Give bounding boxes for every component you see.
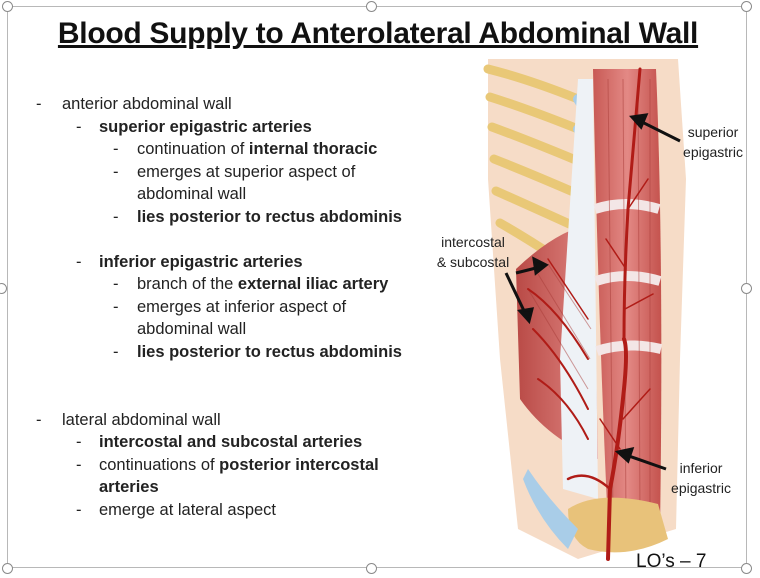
bullet-lat-emerge: -emerge at lateral aspect xyxy=(76,500,277,519)
tendinous-intersections xyxy=(593,199,663,356)
abdominal-wall-svg xyxy=(483,59,686,561)
bullet-sup-emerges: -emerges at superior aspect of xyxy=(113,162,356,181)
resize-handle-bottom-right[interactable] xyxy=(741,563,752,574)
bullet-inferior-epigastric: -inferior epigastric arteries xyxy=(76,252,303,271)
bullet-sup-emerges-cont: abdominal wall xyxy=(137,185,247,204)
bullet-inf-branch: -branch of the external iliac artery xyxy=(113,275,389,294)
resize-handle-bottom-center[interactable] xyxy=(366,563,377,574)
bullet-sup-continuation: -continuation of internal thoracic xyxy=(113,140,378,159)
resize-handle-top-right[interactable] xyxy=(741,1,752,12)
bullet-list: -anterior abdominal wall -superior epiga… xyxy=(36,93,456,522)
bullet-lat-continuations: -continuations of posterior intercostal xyxy=(76,455,379,474)
bullet-intercostal-subcostal: -intercostal and subcostal arteries xyxy=(76,433,363,452)
resize-handle-middle-right[interactable] xyxy=(741,283,752,294)
resize-handle-top-left[interactable] xyxy=(2,1,13,12)
bullet-sup-posterior: -lies posterior to rectus abdominis xyxy=(113,207,402,226)
bullet-anterior-wall: -anterior abdominal wall xyxy=(36,93,456,116)
bullet-superior-epigastric: -superior epigastric arteries xyxy=(76,117,312,136)
resize-handle-middle-left[interactable] xyxy=(0,283,7,294)
slide-frame: Blood Supply to Anterolateral Abdominal … xyxy=(7,6,747,572)
label-superior-epigastric: superior epigastric xyxy=(683,124,743,160)
arteries xyxy=(527,67,654,561)
label-inferior-epigastric: inferior epigastric xyxy=(671,460,731,496)
dash: - xyxy=(36,95,42,113)
ribs xyxy=(483,64,583,264)
bullet-lateral-wall: -lateral abdominal wall xyxy=(36,410,221,429)
bullet-lat-continuations-cont: arteries xyxy=(99,478,159,497)
aponeurosis xyxy=(560,79,598,499)
bullet-inf-emerges-cont: abdominal wall xyxy=(137,320,247,339)
bullet-inf-posterior: -lies posterior to rectus abdominis xyxy=(113,342,402,361)
pelvis xyxy=(568,497,668,553)
slide-title: Blood Supply to Anterolateral Abdominal … xyxy=(57,17,699,50)
pointer-arrows xyxy=(504,113,681,471)
bullet-inf-emerges: -emerges at inferior aspect of xyxy=(113,297,347,316)
anatomy-illustration: superior epigastric intercostal & subcos… xyxy=(428,59,746,573)
footer-lo-number: LO’s – 7 xyxy=(636,551,707,572)
resize-handle-bottom-left[interactable] xyxy=(2,563,13,574)
label-intercostal-subcostal: intercostal & subcostal xyxy=(436,234,510,270)
resize-handle-top-center[interactable] xyxy=(366,1,377,12)
